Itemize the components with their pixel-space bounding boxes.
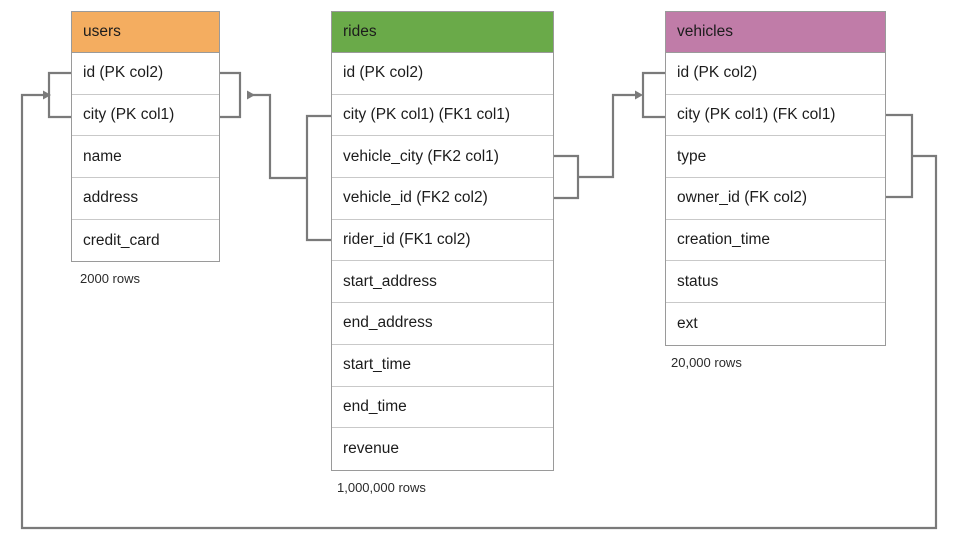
field-users-address[interactable]: address: [72, 178, 219, 220]
table-rides-title: rides: [343, 23, 377, 40]
field-users-city[interactable]: city (PK col1): [72, 94, 219, 137]
table-users-title: users: [83, 23, 121, 40]
field-users-id[interactable]: id (PK col2): [72, 53, 219, 95]
field-rides-rider-id[interactable]: rider_id (FK1 col2): [332, 219, 553, 262]
table-users-header: users: [72, 12, 219, 53]
field-vehicles-city[interactable]: city (PK col1) (FK col1): [666, 94, 885, 137]
field-rides-id[interactable]: id (PK col2): [332, 53, 553, 95]
field-vehicles-status[interactable]: status: [666, 261, 885, 304]
field-rides-end-address[interactable]: end_address: [332, 303, 553, 345]
connector-rides-fk1-to-users: [247, 90, 307, 180]
connector-users-left-bracket: [47, 71, 71, 119]
field-vehicles-ext[interactable]: ext: [666, 303, 885, 345]
table-vehicles[interactable]: vehicles id (PK col2) city (PK col1) (FK…: [665, 11, 886, 346]
row-count-vehicles: 20,000 rows: [671, 355, 742, 370]
row-count-rides: 1,000,000 rows: [337, 480, 426, 495]
table-rides-header: rides: [332, 12, 553, 53]
field-rides-city[interactable]: city (PK col1) (FK1 col1): [332, 94, 553, 137]
row-count-users: 2000 rows: [80, 271, 140, 286]
field-vehicles-id[interactable]: id (PK col2): [666, 53, 885, 95]
field-rides-end-time[interactable]: end_time: [332, 386, 553, 429]
connector-rides-left-bracket: [305, 114, 331, 242]
field-users-name[interactable]: name: [72, 136, 219, 179]
field-rides-start-time[interactable]: start_time: [332, 344, 553, 387]
connector-users-right-bracket: [220, 71, 242, 119]
field-vehicles-type[interactable]: type: [666, 136, 885, 179]
table-rides[interactable]: rides id (PK col2) city (PK col1) (FK1 c…: [331, 11, 554, 471]
field-users-credit-card[interactable]: credit_card: [72, 219, 219, 262]
field-vehicles-owner-id[interactable]: owner_id (FK col2): [666, 178, 885, 220]
connector-vehicles-left-bracket: [641, 71, 665, 119]
table-users[interactable]: users id (PK col2) city (PK col1) name a…: [71, 11, 220, 263]
connector-rides-fk2-to-vehicles: [578, 90, 643, 179]
field-rides-start-address[interactable]: start_address: [332, 261, 553, 304]
field-vehicles-creation-time[interactable]: creation_time: [666, 219, 885, 262]
field-rides-vehicle-city[interactable]: vehicle_city (FK2 col1): [332, 136, 553, 179]
table-vehicles-title: vehicles: [677, 23, 733, 40]
field-rides-vehicle-id[interactable]: vehicle_id (FK2 col2): [332, 178, 553, 220]
field-rides-revenue[interactable]: revenue: [332, 428, 553, 470]
connector-rides-right-bracket: [554, 154, 580, 200]
connector-vehicles-right-bracket: [886, 113, 914, 199]
table-vehicles-header: vehicles: [666, 12, 885, 53]
